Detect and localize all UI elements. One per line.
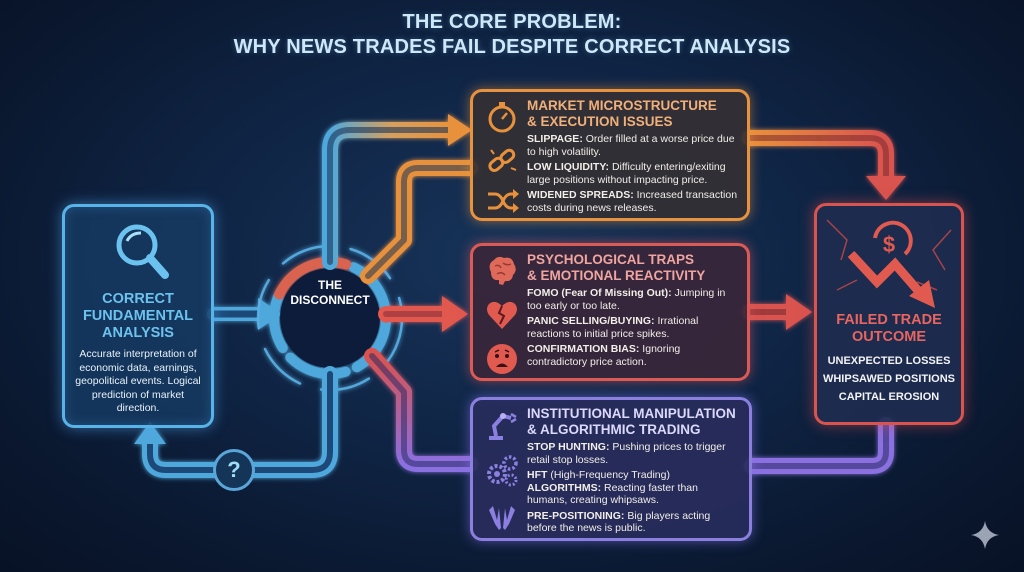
psychological-heading-line-1: PSYCHOLOGICAL TRAPS: [527, 252, 695, 267]
item-text: Order filled at a worse price due to hig…: [527, 133, 735, 158]
broken-link-icon: [488, 148, 517, 172]
item-term: FOMO (Fear Of Missing Out):: [527, 287, 672, 299]
item-text: Ignoring contradictory price action.: [527, 343, 681, 368]
gears-icon: [487, 455, 518, 487]
outcome-heading-line-2: OUTCOME: [851, 329, 927, 345]
institutional-heading-line-1: INSTITUTIONAL MANIPULATION: [527, 406, 736, 421]
arrow-hub-to-psychological: [378, 296, 468, 332]
item-text: Irrational reactions to initial price sp…: [527, 315, 699, 340]
broken-heart-icon: [487, 301, 517, 329]
institutional-heading-line-2: & ALGORITHMIC TRADING: [527, 422, 701, 437]
list-item: STOP HUNTING: Pushing prices to trigger …: [527, 441, 741, 466]
item-subtext: (High-Frequency Trading): [547, 469, 670, 481]
item-text: Big players acting before the news is pu…: [527, 509, 711, 535]
item-term: PANIC SELLING/BUYING:: [527, 315, 655, 327]
list-item: SLIPPAGE: Order filled at a worse price …: [527, 133, 739, 158]
outcome-heading-line-1: FAILED TRADE: [836, 312, 942, 328]
failed-outcome-box: $ FAILED TRADE OUTCOME UNEXPECTED LOSSES…: [814, 203, 964, 425]
item-term: CONFIRMATION BIAS:: [527, 343, 640, 355]
hub-label-line-2: DISCONNECT: [290, 293, 370, 307]
item-term: LOW LIQUIDITY:: [527, 161, 610, 173]
item-text: Pushing prices to trigger retail stop lo…: [527, 441, 726, 466]
psychological-panel: PSYCHOLOGICAL TRAPS & EMOTIONAL REACTIVI…: [470, 243, 750, 381]
magnifier-icon: [116, 224, 169, 279]
question-mark-icon: ?: [213, 449, 255, 491]
outcome-item: WHIPSAWED POSITIONS: [822, 373, 955, 385]
list-item: CONFIRMATION BIAS: Ignoring contradictor…: [527, 343, 739, 368]
connector-institutional-to-outcome: [744, 417, 894, 474]
list-item: PANIC SELLING/BUYING: Irrational reactio…: [527, 315, 739, 340]
item-text: Difficulty entering/exiting large positi…: [527, 161, 726, 186]
arrow-psychological-to-outcome: [742, 294, 812, 330]
microstructure-panel: MARKET MICROSTRUCTURE & EXECUTION ISSUES…: [470, 89, 750, 221]
item-term: SLIPPAGE:: [527, 133, 583, 145]
item-text: Jumping in too early or too late.: [527, 287, 726, 312]
connector-hub-to-microstructure: [360, 160, 478, 284]
stopwatch-icon: [488, 102, 516, 133]
hub-label-line-1: THE: [318, 278, 342, 292]
shuffle-icon: [488, 189, 519, 213]
item-text: Increased transaction costs during news …: [527, 189, 738, 214]
title-line-1: THE CORE PROBLEM:: [402, 11, 622, 33]
analysis-heading: CORRECT FUNDAMENTAL ANALYSIS: [82, 291, 194, 341]
worried-face-icon: [487, 344, 517, 374]
institutional-panel: INSTITUTIONAL MANIPULATION & ALGORITHMIC…: [470, 397, 752, 541]
list-item: LOW LIQUIDITY: Difficulty entering/exiti…: [527, 161, 739, 186]
list-item: FOMO (Fear Of Missing Out): Jumping in t…: [527, 287, 739, 312]
robot-arm-icon: [489, 412, 517, 440]
connector-hub-to-institutional: [364, 348, 478, 472]
page-title: THE CORE PROBLEM: WHY NEWS TRADES FAIL D…: [0, 10, 1024, 60]
brain-icon: [489, 256, 516, 285]
item-term: STOP HUNTING:: [527, 441, 610, 453]
dollar-down-arrow-icon: $: [826, 219, 952, 308]
svg-text:$: $: [883, 232, 895, 257]
arrow-microstructure-to-outcome: [742, 130, 906, 200]
psychological-heading-line-2: & EMOTIONAL REACTIVITY: [527, 268, 706, 283]
microstructure-heading-line-1: MARKET MICROSTRUCTURE: [527, 98, 717, 113]
outcome-item: UNEXPECTED LOSSES: [827, 355, 951, 367]
arrow-hub-to-microstructure-top: [322, 114, 472, 270]
analysis-description: Accurate interpretation of economic data…: [75, 348, 201, 414]
item-term: WIDENED SPREADS:: [527, 189, 634, 201]
microstructure-heading-line-2: & EXECUTION ISSUES: [527, 114, 673, 129]
outcome-item: CAPITAL EROSION: [838, 391, 940, 403]
disconnect-hub: THE DISCONNECT: [280, 278, 380, 308]
list-item: HFT (High-Frequency Trading) ALGORITHMS:…: [527, 469, 741, 507]
list-item: WIDENED SPREADS: Increased transaction c…: [527, 189, 739, 214]
correct-analysis-box: CORRECT FUNDAMENTAL ANALYSIS Accurate in…: [62, 204, 214, 428]
item-term: PRE-POSITIONING:: [527, 509, 625, 522]
hands-icon: [489, 506, 515, 530]
item-text: Reacting faster than humans, creating wh…: [527, 481, 698, 507]
sparkle-icon: [971, 521, 999, 549]
item-term: ALGORITHMS:: [527, 481, 602, 494]
item-term: HFT: [527, 469, 548, 481]
list-item: PRE-POSITIONING: Big players acting befo…: [527, 510, 741, 535]
title-line-2: WHY NEWS TRADES FAIL DESPITE CORRECT ANA…: [233, 36, 791, 58]
